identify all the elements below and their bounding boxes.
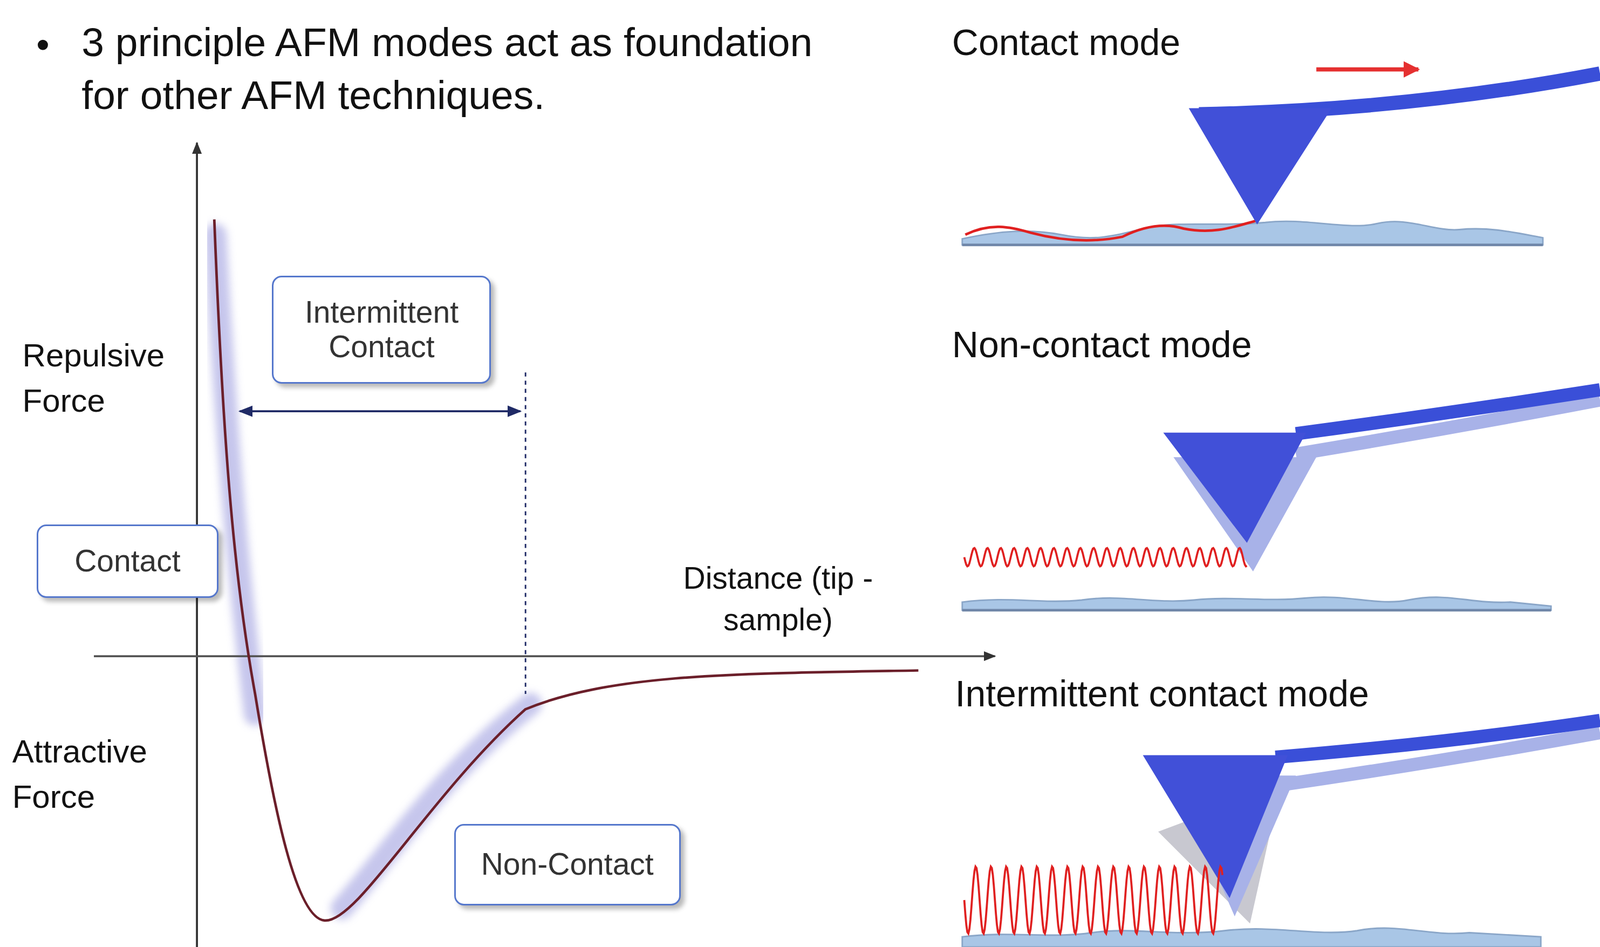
box-label: Non-Contact xyxy=(481,846,654,882)
box-label: Intermittent Contact xyxy=(286,295,476,365)
range-arrow xyxy=(240,409,521,413)
sample-surface xyxy=(962,597,1551,611)
probe-tip xyxy=(1163,432,1307,543)
cantilever xyxy=(1295,389,1600,434)
panel-title: Non-contact mode xyxy=(952,322,1565,367)
box-label: Contact xyxy=(74,543,181,579)
bullet-dot xyxy=(37,39,49,51)
axis-label: Repulsive Force xyxy=(22,332,195,424)
probe-tip xyxy=(1188,107,1332,225)
axis-label: Distance (tip - sample) xyxy=(653,557,904,641)
oscillation-trace xyxy=(964,548,1248,567)
height-trace xyxy=(965,220,1257,241)
sample-base xyxy=(962,609,1551,612)
sample-surface xyxy=(962,927,1542,947)
oscillation-traces xyxy=(964,548,1248,934)
oscillation-trace xyxy=(964,866,1223,934)
mode-box: Non-Contact xyxy=(454,823,681,906)
contact-highlight xyxy=(215,234,256,715)
distance-axis xyxy=(93,654,995,658)
mode-box: Intermittent Contact xyxy=(271,275,491,385)
force-curve xyxy=(214,219,919,921)
panel-title: Intermittent contact mode xyxy=(955,671,1589,716)
cantilever xyxy=(1275,720,1600,757)
bullet-text: 3 principle AFM modes act as foundation … xyxy=(81,16,868,122)
sample-base xyxy=(962,243,1543,247)
panel-title: Contact mode xyxy=(952,20,1565,65)
scan-arrow xyxy=(1316,67,1419,72)
sample-surface xyxy=(962,221,1543,245)
boundary-dash xyxy=(524,372,527,694)
probe-tip xyxy=(1143,754,1289,898)
mode-box: Contact xyxy=(36,524,219,598)
axis-label: Attractive Force xyxy=(12,728,191,820)
